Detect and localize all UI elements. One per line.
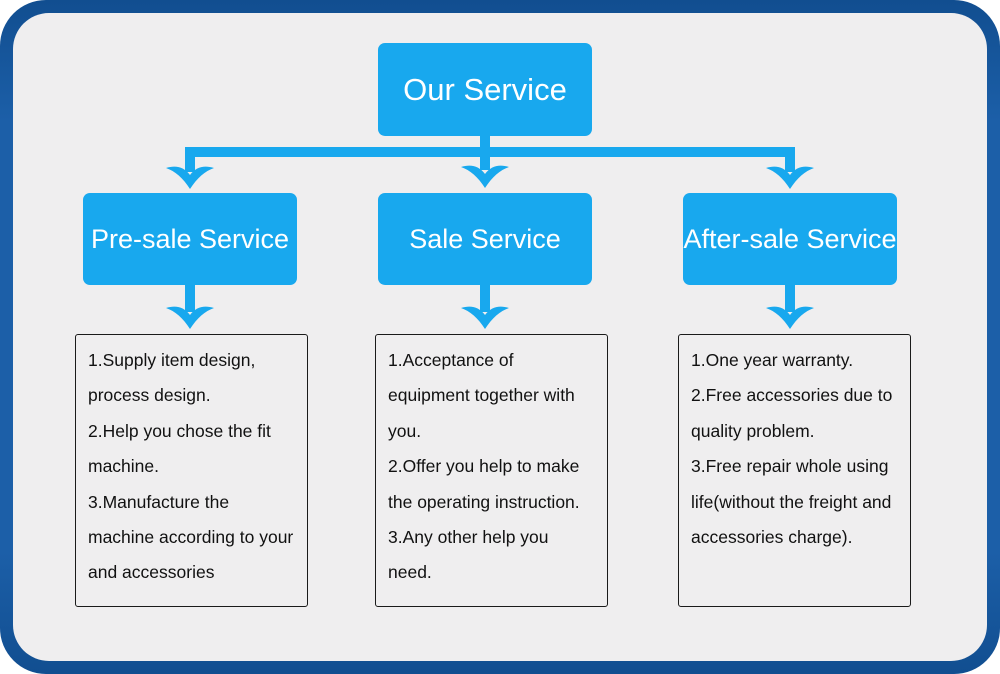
list-item: 3.Any other help you need. — [388, 527, 549, 583]
root-node-our-service: Our Service — [378, 43, 592, 136]
list-item: 3.Manufacture the machine according to y… — [88, 491, 294, 583]
root-node-label: Our Service — [403, 71, 567, 107]
detail-list-after-sale: 1.One year warranty. 2.Free accessories … — [678, 334, 911, 607]
detail-list-sale: 1.Acceptance of equipment together with … — [375, 334, 608, 607]
list-item: 1.One year warranty. — [691, 350, 854, 370]
branch-node-sale: Sale Service — [378, 193, 592, 285]
list-item: 2.Offer you help to make the operating i… — [388, 456, 580, 512]
branch-node-label: Pre-sale Service — [90, 223, 290, 254]
list-item: 1.Acceptance of equipment together with … — [388, 350, 575, 441]
branch-node-label: After-sale Service — [683, 223, 897, 254]
branch-node-after-sale: After-sale Service — [683, 193, 897, 285]
branch-node-label: Sale Service — [409, 223, 561, 254]
list-item: 2.Help you chose the fit machine. — [88, 420, 271, 477]
branch-node-pre-sale: Pre-sale Service — [83, 193, 297, 285]
list-item: 2.Free accessories due to quality proble… — [691, 385, 893, 441]
list-item: 1.Supply item design, process design. — [88, 350, 256, 406]
detail-list-pre-sale: 1.Supply item design, process design. 2.… — [75, 334, 308, 607]
list-item: 3.Free repair whole using life(without t… — [691, 456, 892, 548]
